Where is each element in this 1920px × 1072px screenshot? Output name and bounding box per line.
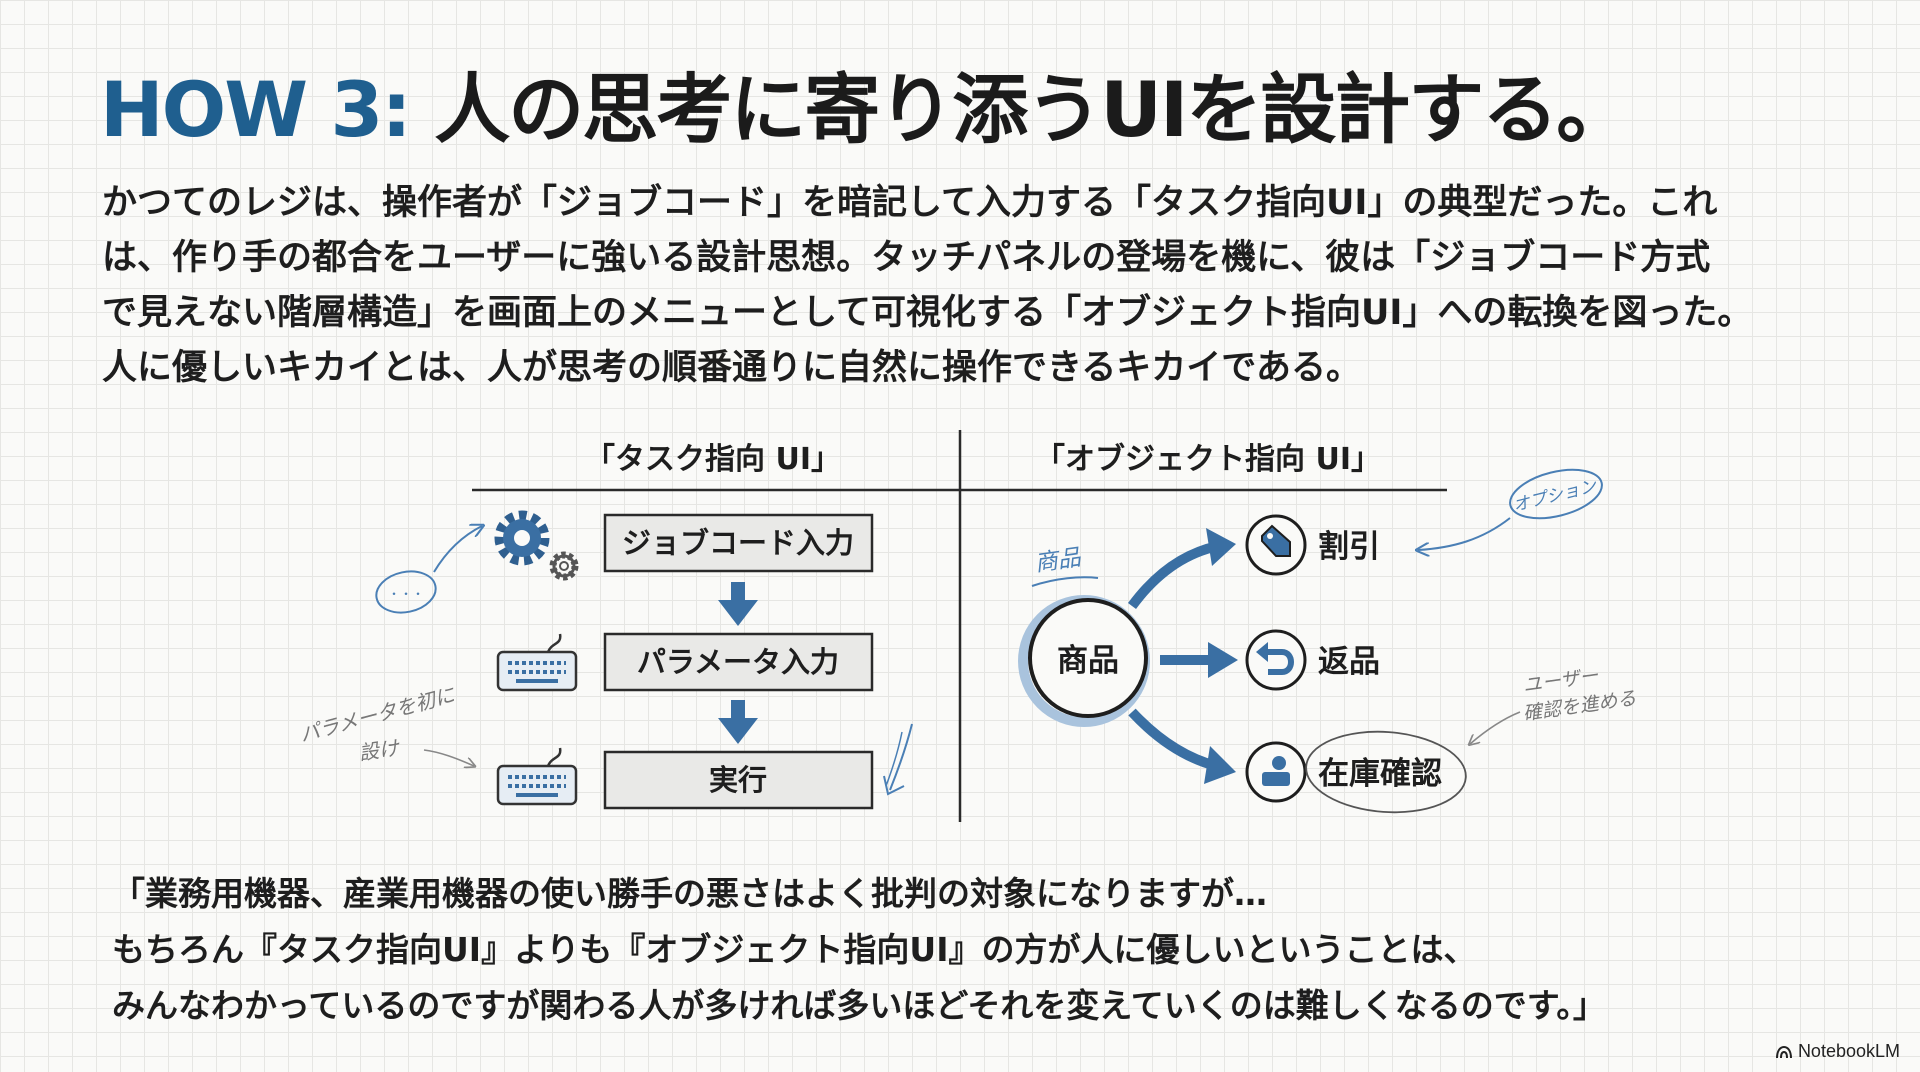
parameter-note: パラメータを初に 設け <box>297 682 474 766</box>
brand-name: NotebookLM <box>1798 1041 1900 1062</box>
quote-block: 「業務用機器、産業用機器の使い勝手の悪さはよく批判の対象になりますが… もちろん… <box>112 866 1606 1034</box>
parameter-note-line-1: パラメータを初に <box>297 682 458 747</box>
task-ui-heading: 「タスク指向 UI」 <box>585 442 841 477</box>
branch-arrow <box>1132 528 1236 606</box>
down-arrow <box>718 700 758 744</box>
hand-drawn-arrow <box>884 724 912 794</box>
option-note-label: オプション <box>1511 476 1599 516</box>
keyboard-icon <box>498 634 576 690</box>
user-note-line-1: ユーザー <box>1522 665 1601 697</box>
product-note-label: 商品 <box>1033 545 1083 577</box>
parameter-note-line-2: 設け <box>357 735 402 765</box>
task-step-box: パラメータ入力 <box>605 634 872 690</box>
product-node-label: 商品 <box>1057 643 1119 679</box>
object-ui-heading: 「オブジェクト指向 UI」 <box>1035 442 1381 477</box>
quote-line: 「業務用機器、産業用機器の使い勝手の悪さはよく批判の対象になりますが… <box>112 866 1606 922</box>
bubble-dots: ・・・ <box>388 587 424 601</box>
action-item-return: 返品 <box>1247 631 1380 689</box>
down-arrow <box>718 582 758 626</box>
gear-icon <box>501 517 575 577</box>
task-step-label: 実行 <box>709 763 767 797</box>
task-step-box: 実行 <box>605 752 872 808</box>
user-confirm-note: ユーザー 確認を進める <box>1470 665 1638 744</box>
brand-watermark: NotebookLM <box>1776 1041 1900 1062</box>
branch-arrow <box>1132 712 1236 784</box>
action-label: 在庫確認 <box>1318 756 1442 792</box>
action-item-stock-check: 在庫確認 <box>1247 727 1469 818</box>
notebooklm-logo-icon <box>1776 1045 1792 1059</box>
action-label: 割引 <box>1318 529 1380 565</box>
task-step-label: パラメータ入力 <box>637 645 839 679</box>
product-node: 商品 <box>1023 600 1146 722</box>
keyboard-icon <box>498 748 576 804</box>
action-item-discount: 割引 <box>1247 516 1380 574</box>
quote-line: もちろん『タスク指向UI』よりも『オブジェクト指向UI』の方が人に優しいというこ… <box>112 922 1606 978</box>
option-note: オプション <box>1418 461 1607 550</box>
task-step-label: ジョブコード入力 <box>622 526 854 560</box>
branch-arrow <box>1160 642 1238 678</box>
action-label: 返品 <box>1318 644 1380 680</box>
task-step-box: ジョブコード入力 <box>605 515 872 571</box>
quote-line: みんなわかっているのですが関わる人が多ければ多いほどそれを変えていくのは難しくな… <box>112 978 1606 1034</box>
thought-bubble-note: ・・・ <box>372 526 482 618</box>
product-handwritten-note: 商品 <box>1032 545 1098 586</box>
